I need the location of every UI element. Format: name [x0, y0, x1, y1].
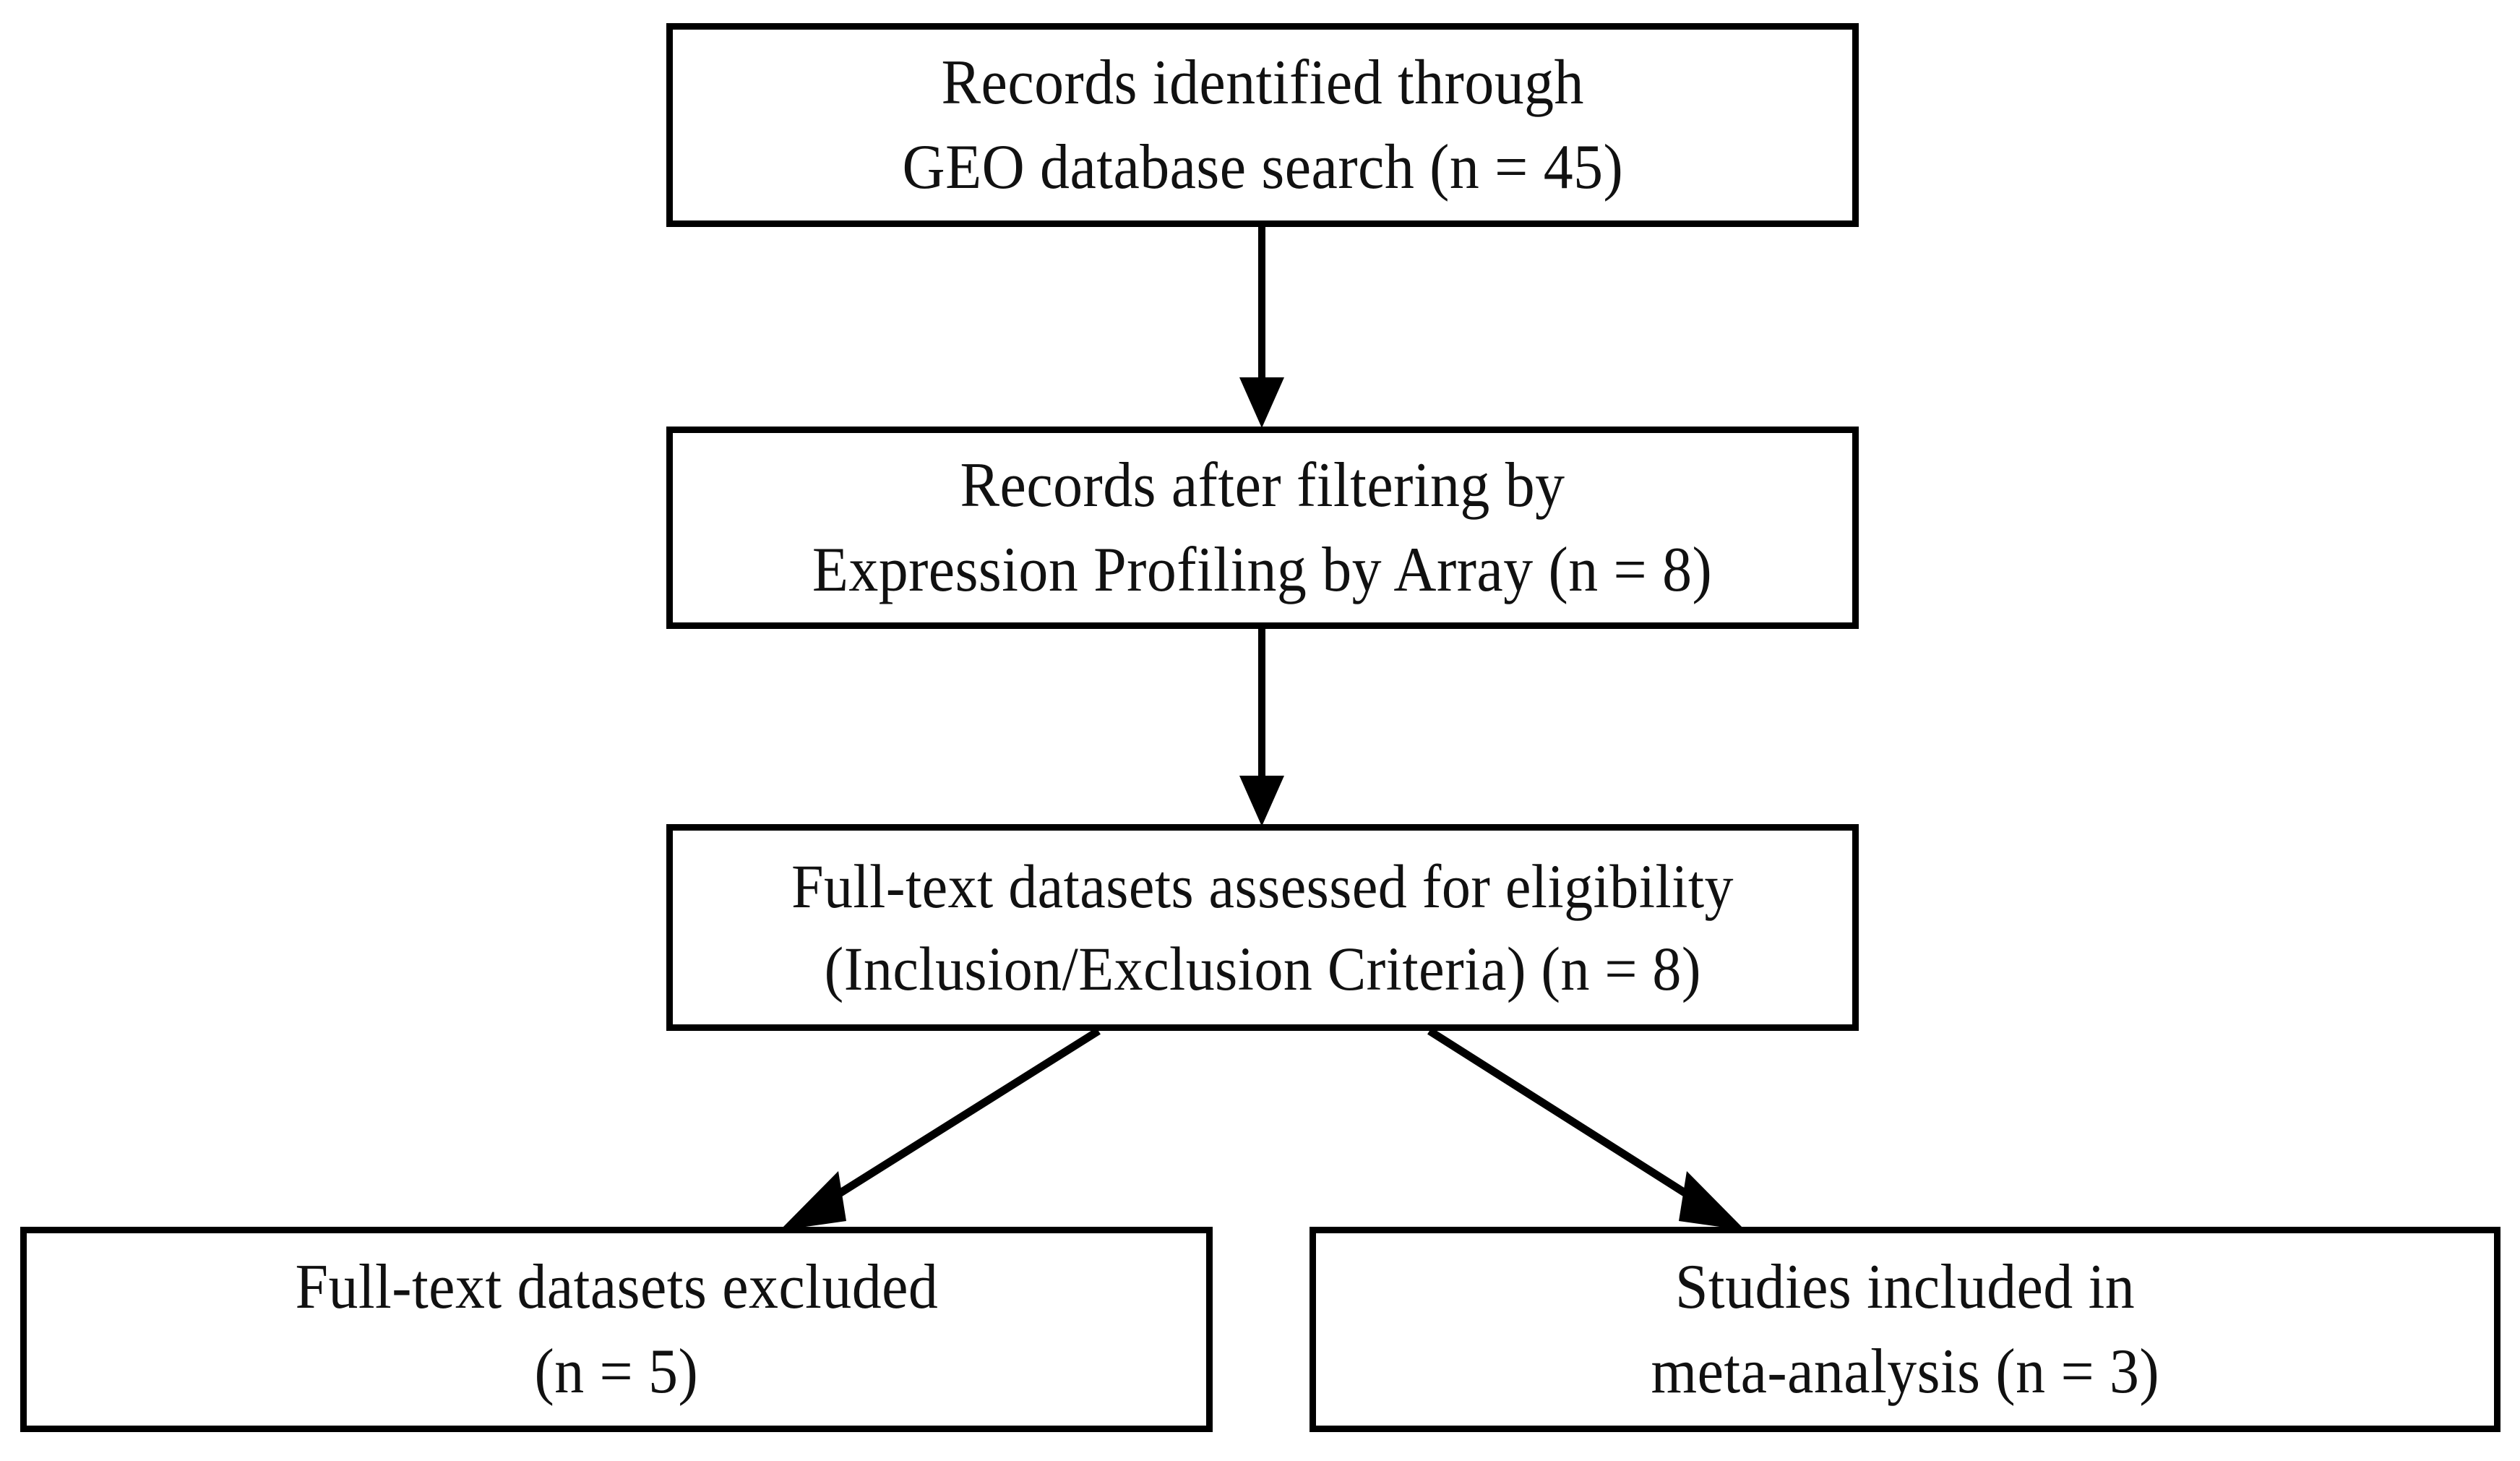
arrow-filtered-to-eligibility: [1239, 629, 1284, 826]
node-eligibility-assessed: Full-text datasets assessed for eligibil…: [666, 824, 1859, 1031]
arrow-eligibility-to-included: [1427, 1027, 1745, 1230]
node-datasets-excluded: Full-text datasets excluded (n = 5): [20, 1227, 1213, 1432]
node-records-filtered-line1: Records after filtering by: [960, 450, 1565, 520]
node-records-filtered-line2: Expression Profiling by Array (n = 8): [812, 535, 1713, 605]
node-records-identified: Records identified through GEO database …: [666, 23, 1859, 227]
node-studies-included-line1: Studies included in: [1674, 1251, 2136, 1322]
node-studies-included: Studies included in meta-analysis (n = 3…: [1310, 1227, 2500, 1432]
node-studies-included-line2: meta-analysis (n = 3): [1651, 1337, 2159, 1407]
node-datasets-excluded-line1: Full-text datasets excluded: [295, 1251, 938, 1322]
node-records-filtered: Records after filtering by Expression Pr…: [666, 427, 1859, 629]
node-datasets-excluded-line2: (n = 5): [534, 1337, 699, 1407]
node-records-identified-line1: Records identified through: [941, 47, 1584, 118]
node-eligibility-assessed-line1: Full-text datasets assessed for eligibil…: [791, 851, 1734, 921]
node-eligibility-assessed-line2: (Inclusion/Exclusion Criteria) (n = 8): [824, 934, 1701, 1003]
node-records-identified-line2: GEO database search (n = 45): [902, 132, 1623, 202]
arrow-eligibility-to-excluded: [780, 1027, 1101, 1230]
